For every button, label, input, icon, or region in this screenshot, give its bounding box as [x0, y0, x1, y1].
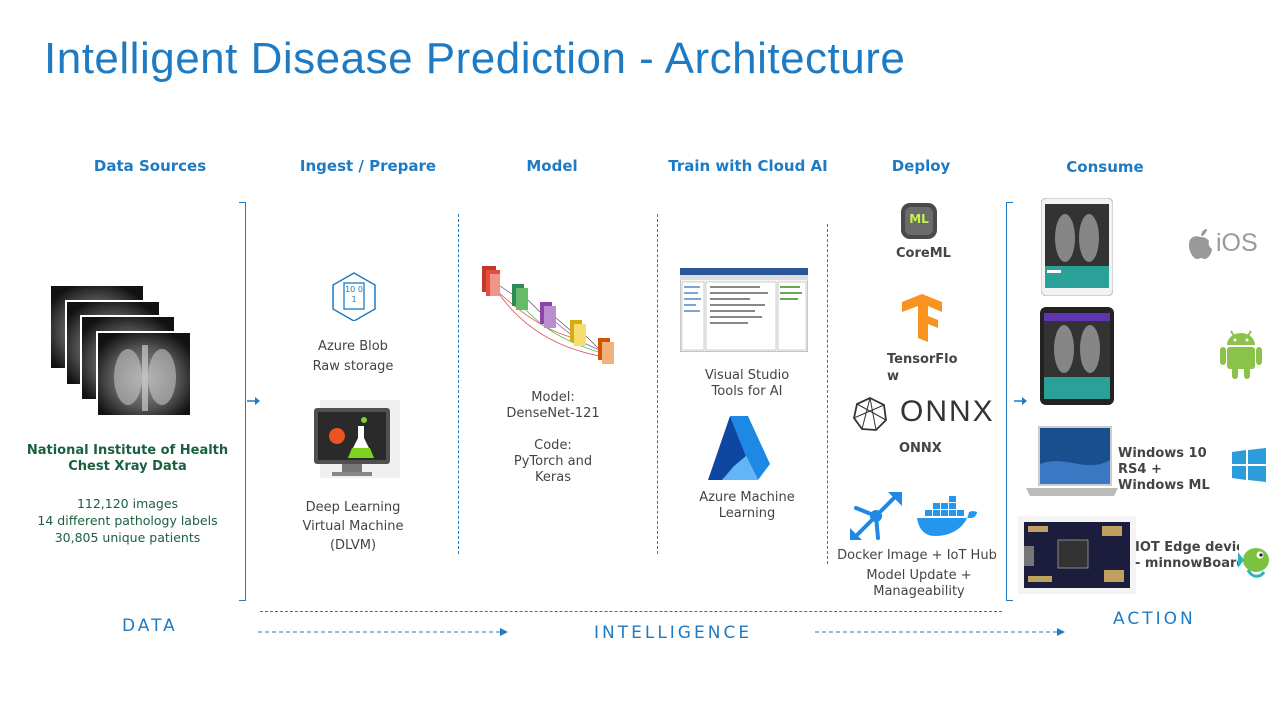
column-header-deploy: Deploy [891, 157, 951, 175]
azure-ml-caption-line: Azure Machine [699, 490, 795, 505]
blob-subtitle: Raw storage [312, 359, 394, 374]
arrow-right-icon [258, 628, 508, 636]
model-caption: Model: DenseNet-121 Code: PyTorch and Ke… [506, 390, 599, 486]
iot-edge-line: IOT Edge device [1135, 540, 1239, 555]
action-bracket [1006, 202, 1013, 601]
arrow-right-icon [1014, 397, 1027, 405]
dlvm-caption: Deep Learning Virtual Machine (DLVM) [302, 498, 403, 555]
dlvm-caption-line: (DLVM) [329, 538, 377, 553]
coreml-icon: ML [899, 201, 939, 241]
band-data: DATA [122, 616, 178, 636]
dataset-stats: 112,120 images 14 different pathology la… [20, 495, 235, 546]
azure-blob-icon: 10 01 [329, 271, 379, 321]
onnx-logo-text: ONNX [900, 395, 995, 428]
model-update-line: Model Update + [866, 568, 972, 583]
intelligence-dashed-line [260, 611, 1002, 612]
iot-hub-icon [848, 490, 904, 542]
coreml-badge: ML [909, 212, 929, 226]
android-icon [1219, 329, 1263, 379]
azure-ml-caption-line: Learning [718, 506, 776, 521]
blob-title: Azure Blob [318, 339, 388, 354]
band-action: ACTION [1113, 609, 1196, 629]
android-tablet-device [1040, 307, 1114, 405]
dataset-title: National Institute of Health Chest Xray … [20, 443, 235, 475]
minnowboard-fish-icon [1238, 542, 1272, 580]
minnowboard-device [1018, 516, 1136, 594]
band-intelligence: INTELLIGENCE [594, 623, 753, 643]
model-caption-line: Keras [535, 470, 571, 485]
dataset-stat: 30,805 unique patients [54, 530, 201, 545]
tensorflow-label: TensorFlo w [887, 351, 958, 385]
separator-model-train [657, 214, 658, 554]
azure-ml-icon [708, 416, 770, 480]
separator-train-deploy [827, 224, 828, 564]
dlvm-monitor-icon [312, 400, 400, 482]
blob-icon-text: 10 01 [345, 285, 363, 304]
dlvm-caption-line: Deep Learning [305, 500, 401, 515]
arrow-right-icon [815, 628, 1065, 636]
arrow-right-icon [247, 397, 260, 405]
docker-icon [915, 494, 979, 540]
column-header-data-sources: Data Sources [93, 157, 207, 175]
tensorflow-label-line: w [887, 369, 900, 384]
windows-ml-line: RS4 + [1118, 462, 1162, 477]
model-caption-line: Code: [534, 438, 572, 453]
docker-iothub-label: Docker Image + IoT Hub [837, 548, 997, 563]
windows-icon [1232, 448, 1266, 482]
apple-ios-icon: iOS [1185, 227, 1265, 261]
ios-label: iOS [1216, 229, 1258, 257]
separator-ingest-model [458, 214, 459, 554]
tensorflow-icon [898, 294, 946, 344]
vs-tools-caption-line: Visual Studio [704, 368, 790, 383]
column-header-ingest: Ingest / Prepare [299, 157, 437, 175]
model-update-caption: Model Update + Manageability [866, 568, 971, 600]
onnx-icon [852, 396, 888, 432]
windows-ml-line: Windows ML [1118, 478, 1210, 493]
iot-edge-caption: IOT Edge device - minnowBoard [1135, 540, 1239, 572]
ipad-device [1041, 198, 1113, 296]
visual-studio-screenshot [680, 268, 808, 352]
tensorflow-label-line: TensorFlo [887, 352, 958, 367]
dataset-title-line: National Institute of Health [26, 443, 229, 458]
model-caption-line: PyTorch and [513, 454, 593, 469]
vs-tools-caption: Visual Studio Tools for AI [705, 368, 789, 400]
model-caption-line: Model: [531, 390, 575, 405]
azure-ml-caption: Azure Machine Learning [699, 490, 795, 522]
column-header-consume: Consume [1066, 158, 1144, 176]
onnx-label: ONNX [899, 441, 942, 456]
dataset-stat: 14 different pathology labels [37, 513, 218, 528]
column-header-model: Model [526, 157, 578, 175]
model-caption-line: DenseNet-121 [506, 406, 600, 421]
dlvm-caption-line: Virtual Machine [302, 519, 404, 534]
blob-caption: Azure Blob Raw storage [313, 338, 394, 376]
xray-images-stack [50, 285, 195, 417]
model-update-line: Manageability [873, 584, 965, 599]
vs-tools-caption-line: Tools for AI [711, 384, 783, 399]
data-bracket [239, 202, 246, 601]
coreml-label: CoreML [896, 246, 951, 261]
page-title: Intelligent Disease Prediction - Archite… [44, 34, 906, 83]
windows-ml-caption: Windows 10 RS4 + Windows ML [1118, 446, 1210, 494]
surface-laptop-device [1026, 424, 1118, 498]
iot-edge-line: - minnowBoard [1135, 556, 1239, 571]
windows-ml-line: Windows 10 [1118, 446, 1207, 461]
densenet-diagram [476, 258, 636, 370]
column-header-train: Train with Cloud AI [668, 157, 828, 175]
dataset-title-line: Chest Xray Data [68, 459, 187, 474]
dataset-stat: 112,120 images [76, 496, 179, 511]
